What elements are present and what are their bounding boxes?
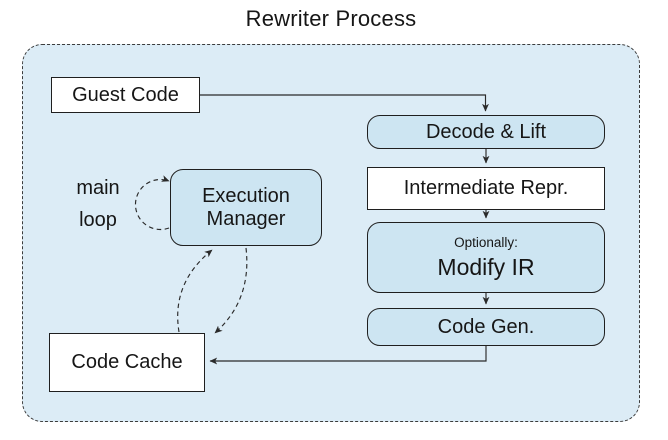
execution-manager-label-line2: Manager (206, 207, 286, 230)
intermediate-repr-label: Intermediate Repr. (403, 177, 569, 199)
code-gen-label: Code Gen. (437, 315, 535, 338)
node-execution-manager: Execution Manager (170, 169, 322, 246)
decode-and-lift-label: Decode & Lift (425, 120, 547, 143)
code-cache-label: Code Cache (71, 351, 183, 373)
node-code-gen: Code Gen. (367, 308, 605, 346)
node-intermediate-repr: Intermediate Repr. (367, 167, 605, 210)
diagram-title: Rewriter Process (245, 6, 417, 31)
main-loop-line2: loop (79, 209, 117, 231)
node-decode-and-lift: Decode & Lift (367, 115, 605, 149)
execution-manager-label-line1: Execution (202, 184, 290, 207)
guest-code-label: Guest Code (72, 83, 179, 106)
node-modify-ir: Optionally: Modify IR (367, 222, 605, 293)
main-loop-annotation: main loop (60, 172, 136, 236)
main-loop-line1: main (76, 177, 120, 199)
node-guest-code: Guest Code (51, 77, 200, 113)
node-code-cache: Code Cache (49, 333, 205, 392)
modify-ir-note: Optionally: (454, 235, 518, 251)
modify-ir-label: Modify IR (437, 253, 535, 280)
